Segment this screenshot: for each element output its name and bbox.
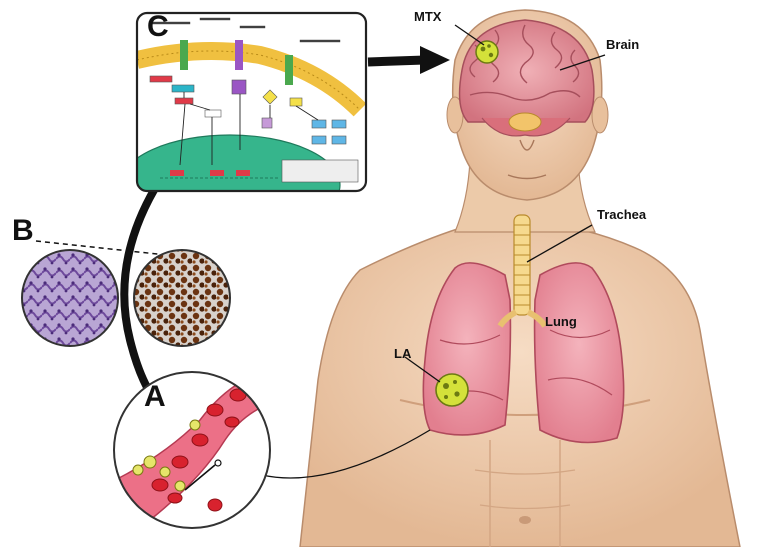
la-label: LA (394, 346, 411, 361)
arrow-right-icon (368, 46, 450, 74)
trachea-label: Trachea (597, 207, 646, 222)
panel-a-label: A (144, 380, 166, 414)
lung-label: Lung (545, 314, 577, 329)
panel-a-vessel (114, 370, 280, 528)
brain (460, 20, 594, 136)
panel-b-label: B (12, 214, 34, 248)
panel-c-pathway (120, 13, 366, 235)
panel-c-label: C (147, 10, 169, 44)
mtx-label: MTX (414, 9, 441, 24)
brain-label: Brain (606, 37, 639, 52)
brain-metastasis (476, 41, 498, 63)
lung-adenocarcinoma (436, 374, 468, 406)
